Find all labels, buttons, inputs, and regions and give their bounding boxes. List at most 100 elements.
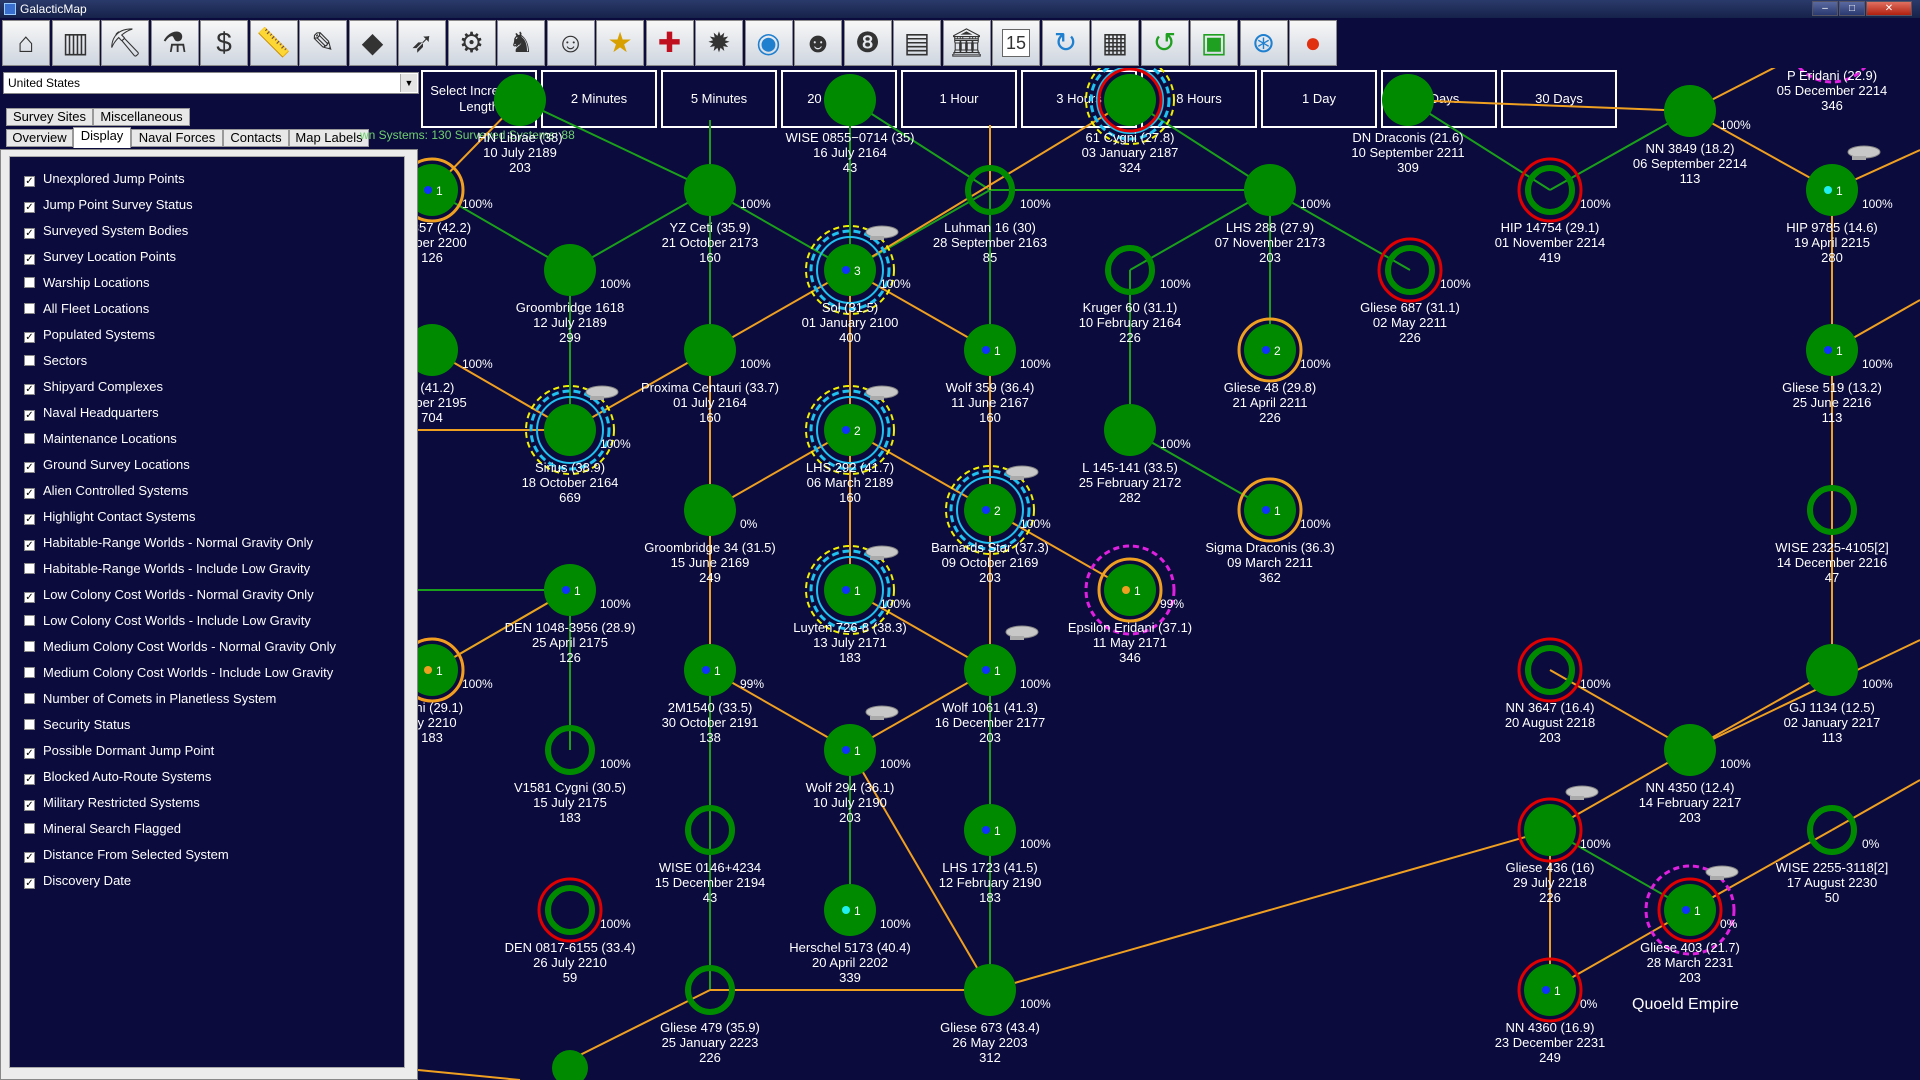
chevron-down-icon[interactable]: ▼ [400, 74, 417, 92]
fleet-ship-icon[interactable] [865, 225, 899, 240]
star-system-button[interactable]: ✹ [695, 20, 743, 66]
eight-ball-button[interactable]: ❽ [843, 20, 892, 66]
option-checkbox[interactable] [24, 641, 35, 652]
flask-button[interactable]: ⚗ [150, 20, 199, 66]
book-button[interactable]: ▤ [893, 20, 941, 66]
option-row[interactable]: ✓Surveyed System Bodies [24, 223, 188, 241]
house-button[interactable]: ⌂ [2, 20, 50, 66]
fleet-ship-icon[interactable] [865, 545, 899, 560]
option-checkbox[interactable]: ✓ [24, 228, 35, 239]
union-flag-button[interactable]: ✚ [645, 20, 694, 66]
ship-hull-button[interactable]: ◆ [348, 20, 397, 66]
option-row[interactable]: All Fleet Locations [24, 301, 149, 319]
option-checkbox[interactable]: ✓ [24, 176, 35, 187]
calendar-button[interactable]: 15 [992, 20, 1040, 66]
option-checkbox[interactable] [24, 355, 35, 366]
save-disk-button[interactable]: ▣ [1190, 20, 1238, 66]
option-checkbox[interactable]: ✓ [24, 878, 35, 889]
government-building-button[interactable]: 🏛 [942, 20, 991, 66]
option-row[interactable]: ✓Discovery Date [24, 873, 131, 891]
option-checkbox[interactable]: ✓ [24, 488, 35, 499]
cannon-button[interactable]: ⚙ [447, 20, 496, 66]
option-checkbox[interactable] [24, 277, 35, 288]
green-arrow-button[interactable]: ↺ [1140, 20, 1189, 66]
option-checkbox[interactable]: ✓ [24, 462, 35, 473]
tab-survey-sites[interactable]: Survey Sites [6, 108, 93, 126]
option-row[interactable]: Mineral Search Flagged [24, 821, 181, 839]
option-row[interactable]: ✓Habitable-Range Worlds - Normal Gravity… [24, 535, 313, 553]
mine-cart-button[interactable]: ⛏ [101, 20, 149, 66]
increment-button[interactable]: 5 Minutes [661, 70, 777, 128]
star-system[interactable]: Proxima Centauri (33.7)01 July 216416010… [641, 324, 779, 425]
option-row[interactable]: Maintenance Locations [24, 431, 177, 449]
option-checkbox[interactable] [24, 303, 35, 314]
option-row[interactable]: ✓Alien Controlled Systems [24, 483, 188, 501]
increment-button[interactable]: 30 Days [1501, 70, 1617, 128]
option-row[interactable]: ✓Populated Systems [24, 327, 155, 345]
missile-button[interactable]: ➶ [398, 20, 446, 66]
maximize-button[interactable]: □ [1839, 1, 1865, 16]
option-row[interactable]: ✓Blocked Auto-Route Systems [24, 769, 211, 787]
fleet-ship-icon[interactable] [865, 385, 899, 400]
option-row[interactable]: Habitable-Range Worlds - Include Low Gra… [24, 561, 310, 579]
fleet-ship-icon[interactable] [1847, 145, 1881, 160]
country-select[interactable]: United States ▼ [3, 72, 419, 94]
close-button[interactable]: ✕ [1866, 1, 1912, 16]
minimize-button[interactable]: – [1812, 1, 1838, 16]
ruler-button[interactable]: 📏 [249, 20, 298, 66]
buildings-button[interactable]: ▥ [51, 20, 100, 66]
fleet-ship-icon[interactable] [865, 705, 899, 720]
option-checkbox[interactable]: ✓ [24, 800, 35, 811]
option-checkbox[interactable] [24, 615, 35, 626]
crystal-ball-button[interactable]: ⊛ [1239, 20, 1288, 66]
option-row[interactable]: ✓Possible Dormant Jump Point [24, 743, 214, 761]
option-row[interactable]: ✓Jump Point Survey Status [24, 197, 193, 215]
option-row[interactable]: Medium Colony Cost Worlds - Normal Gravi… [24, 639, 336, 657]
option-checkbox[interactable] [24, 693, 35, 704]
option-checkbox[interactable] [24, 563, 35, 574]
option-row[interactable]: ✓Unexplored Jump Points [24, 171, 185, 189]
option-row[interactable]: ✓Military Restricted Systems [24, 795, 200, 813]
fleet-ship-icon[interactable] [1005, 465, 1039, 480]
option-row[interactable]: ✓Naval Headquarters [24, 405, 159, 423]
option-checkbox[interactable]: ✓ [24, 332, 35, 343]
tab-contacts[interactable]: Contacts [223, 129, 289, 147]
tab-display[interactable]: Display [73, 127, 131, 148]
option-row[interactable]: Sectors [24, 353, 87, 371]
fleet-ship-icon[interactable] [1005, 625, 1039, 640]
officer-button[interactable]: ☺ [546, 20, 595, 66]
planet-button[interactable]: ◉ [744, 20, 793, 66]
option-row[interactable]: Low Colony Cost Worlds - Include Low Gra… [24, 613, 311, 631]
option-checkbox[interactable]: ✓ [24, 410, 35, 421]
option-row[interactable]: Number of Comets in Planetless System [24, 691, 276, 709]
